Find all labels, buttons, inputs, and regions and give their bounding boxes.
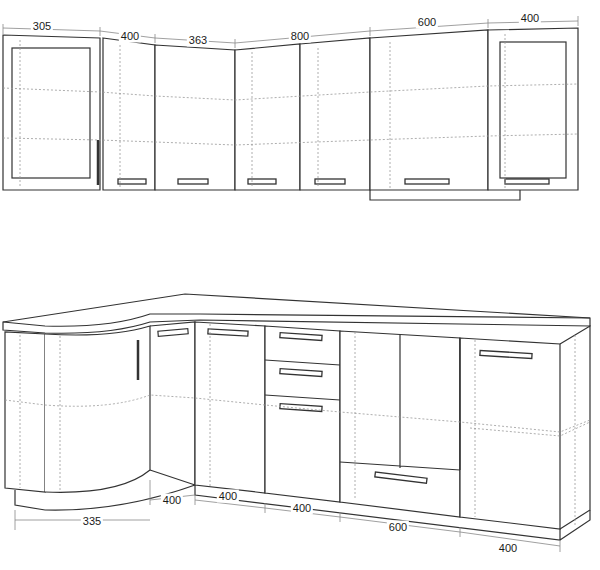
dimension-label: 363 xyxy=(187,34,209,47)
dimension-label: 600 xyxy=(387,521,409,534)
dimension-label: 400 xyxy=(497,542,519,555)
dimension-label: 400 xyxy=(519,12,541,25)
dimension-label: 305 xyxy=(31,20,53,33)
dimension-label: 600 xyxy=(416,16,438,29)
dimension-label: 400 xyxy=(217,490,239,503)
dimension-label: 400 xyxy=(291,502,313,515)
dimension-label: 335 xyxy=(81,515,103,528)
dimension-label: 400 xyxy=(161,494,183,507)
dimension-label: 400 xyxy=(119,30,141,43)
dimension-label: 800 xyxy=(289,30,311,43)
